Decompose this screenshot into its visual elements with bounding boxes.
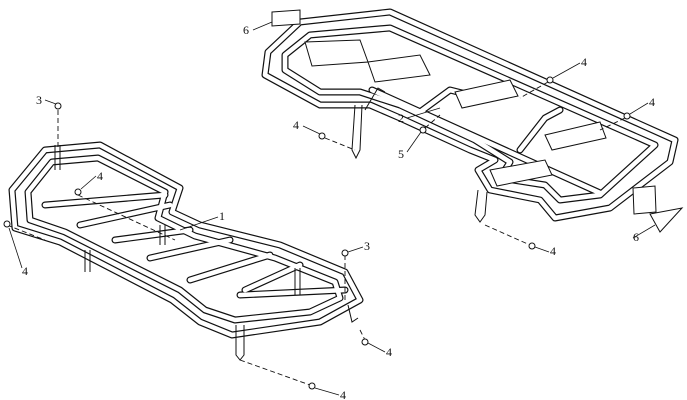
callout-6-top: 6	[243, 23, 249, 37]
callout-4: 4	[649, 95, 655, 109]
callout-3: 3	[36, 93, 42, 107]
callout-2-rear-rack: 2	[398, 111, 404, 125]
callout-4: 4	[22, 264, 28, 278]
rear-rack	[261, 8, 684, 233]
callout-4: 4	[386, 345, 392, 359]
tube-highlight	[369, 87, 603, 196]
callout-1-front-rack: 1	[219, 209, 225, 223]
tube-highlight	[187, 252, 273, 283]
callout-4: 4	[550, 244, 556, 258]
callout-3: 3	[364, 239, 370, 253]
tube-highlight	[77, 202, 173, 228]
tube-highlight	[9, 142, 363, 338]
leader-lines	[8, 21, 656, 396]
callout-4: 4	[581, 55, 587, 69]
fasteners	[3, 76, 631, 390]
tube-highlight	[42, 192, 168, 208]
front-rack	[8, 141, 364, 361]
tube-highlight	[242, 262, 303, 293]
tube-highlight	[112, 227, 193, 243]
callout-4: 4	[340, 388, 346, 400]
tube-highlight	[147, 237, 233, 261]
callout-4: 4	[97, 169, 103, 183]
tube	[8, 141, 364, 339]
fastener-lines	[6, 81, 626, 386]
callout-4: 4	[293, 118, 299, 132]
tube-highlight	[517, 107, 563, 153]
tube-highlight	[262, 9, 678, 221]
callout-5: 5	[398, 147, 404, 161]
tube-highlight	[237, 287, 348, 298]
callout-6-bottom: 6	[633, 230, 639, 244]
